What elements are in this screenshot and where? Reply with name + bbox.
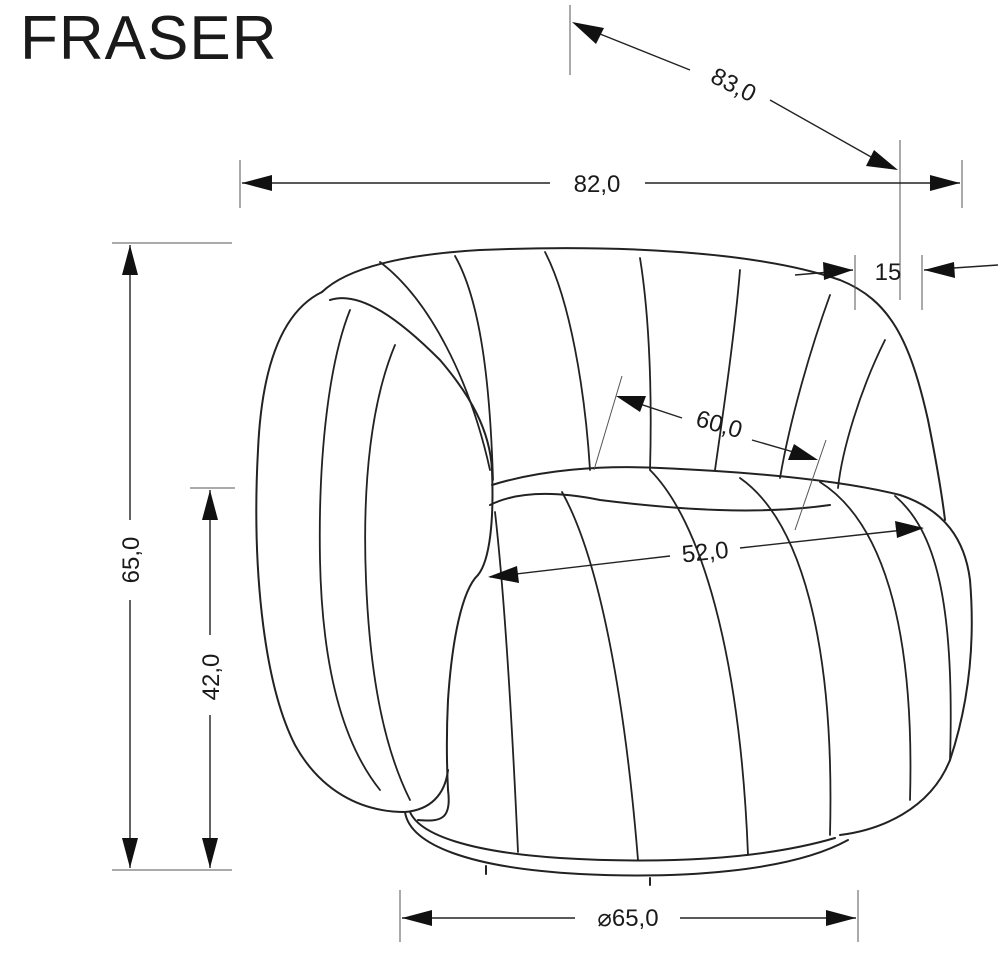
left-arm-inner-roll <box>329 297 494 576</box>
dim-width: 82,0 <box>239 160 963 208</box>
left-arm-seam-2 <box>364 344 411 801</box>
back-seam-2 <box>454 255 494 481</box>
back-seam-3 <box>544 251 591 471</box>
dim-height: 65,0 <box>112 242 232 871</box>
seat-seam-1 <box>494 511 519 853</box>
back-seam-6 <box>779 294 831 479</box>
product-title: FRASER <box>20 4 278 73</box>
dim-depth: 83,0 <box>569 5 901 300</box>
dim-back-offset-label: 15 <box>875 259 902 286</box>
seat-cushion-top <box>491 466 971 581</box>
seat-seam-6 <box>894 495 952 761</box>
back-seam-1 <box>379 261 491 471</box>
base-upper <box>409 811 836 862</box>
dim-seat-depth: 60,0 <box>593 375 827 531</box>
base-lower <box>404 811 849 877</box>
left-arm-front <box>417 574 479 822</box>
dim-depth-label: 83,0 <box>706 63 760 108</box>
dim-width-label: 82,0 <box>574 171 621 198</box>
dim-back-offset: 15 <box>794 255 999 310</box>
left-arm-seam <box>318 309 381 791</box>
seat-seam-2 <box>561 491 639 861</box>
dim-height-label: 65,0 <box>118 537 145 584</box>
seat-seam-4 <box>739 477 832 836</box>
right-side <box>839 579 973 836</box>
dim-base-diameter: ⌀65,0 <box>399 890 859 942</box>
dim-base-diameter-label: ⌀65,0 <box>597 905 658 932</box>
back-shell-outline <box>321 247 946 521</box>
dim-seat-height: 42,0 <box>190 487 235 868</box>
left-arm-outer <box>255 291 449 813</box>
dim-seat-depth-label: 60,0 <box>693 405 745 444</box>
seat-seam-3 <box>649 469 749 856</box>
dim-seat-height-label: 42,0 <box>198 654 225 701</box>
armchair-outline <box>255 247 973 886</box>
dim-seat-width: 52,0 <box>488 521 924 583</box>
back-seam-7 <box>837 339 886 489</box>
seat-seam-5 <box>819 481 912 801</box>
back-seam-4 <box>639 257 652 471</box>
seat-front <box>489 492 831 512</box>
dim-seat-width-label: 52,0 <box>681 537 730 569</box>
back-seam-5 <box>714 269 741 471</box>
